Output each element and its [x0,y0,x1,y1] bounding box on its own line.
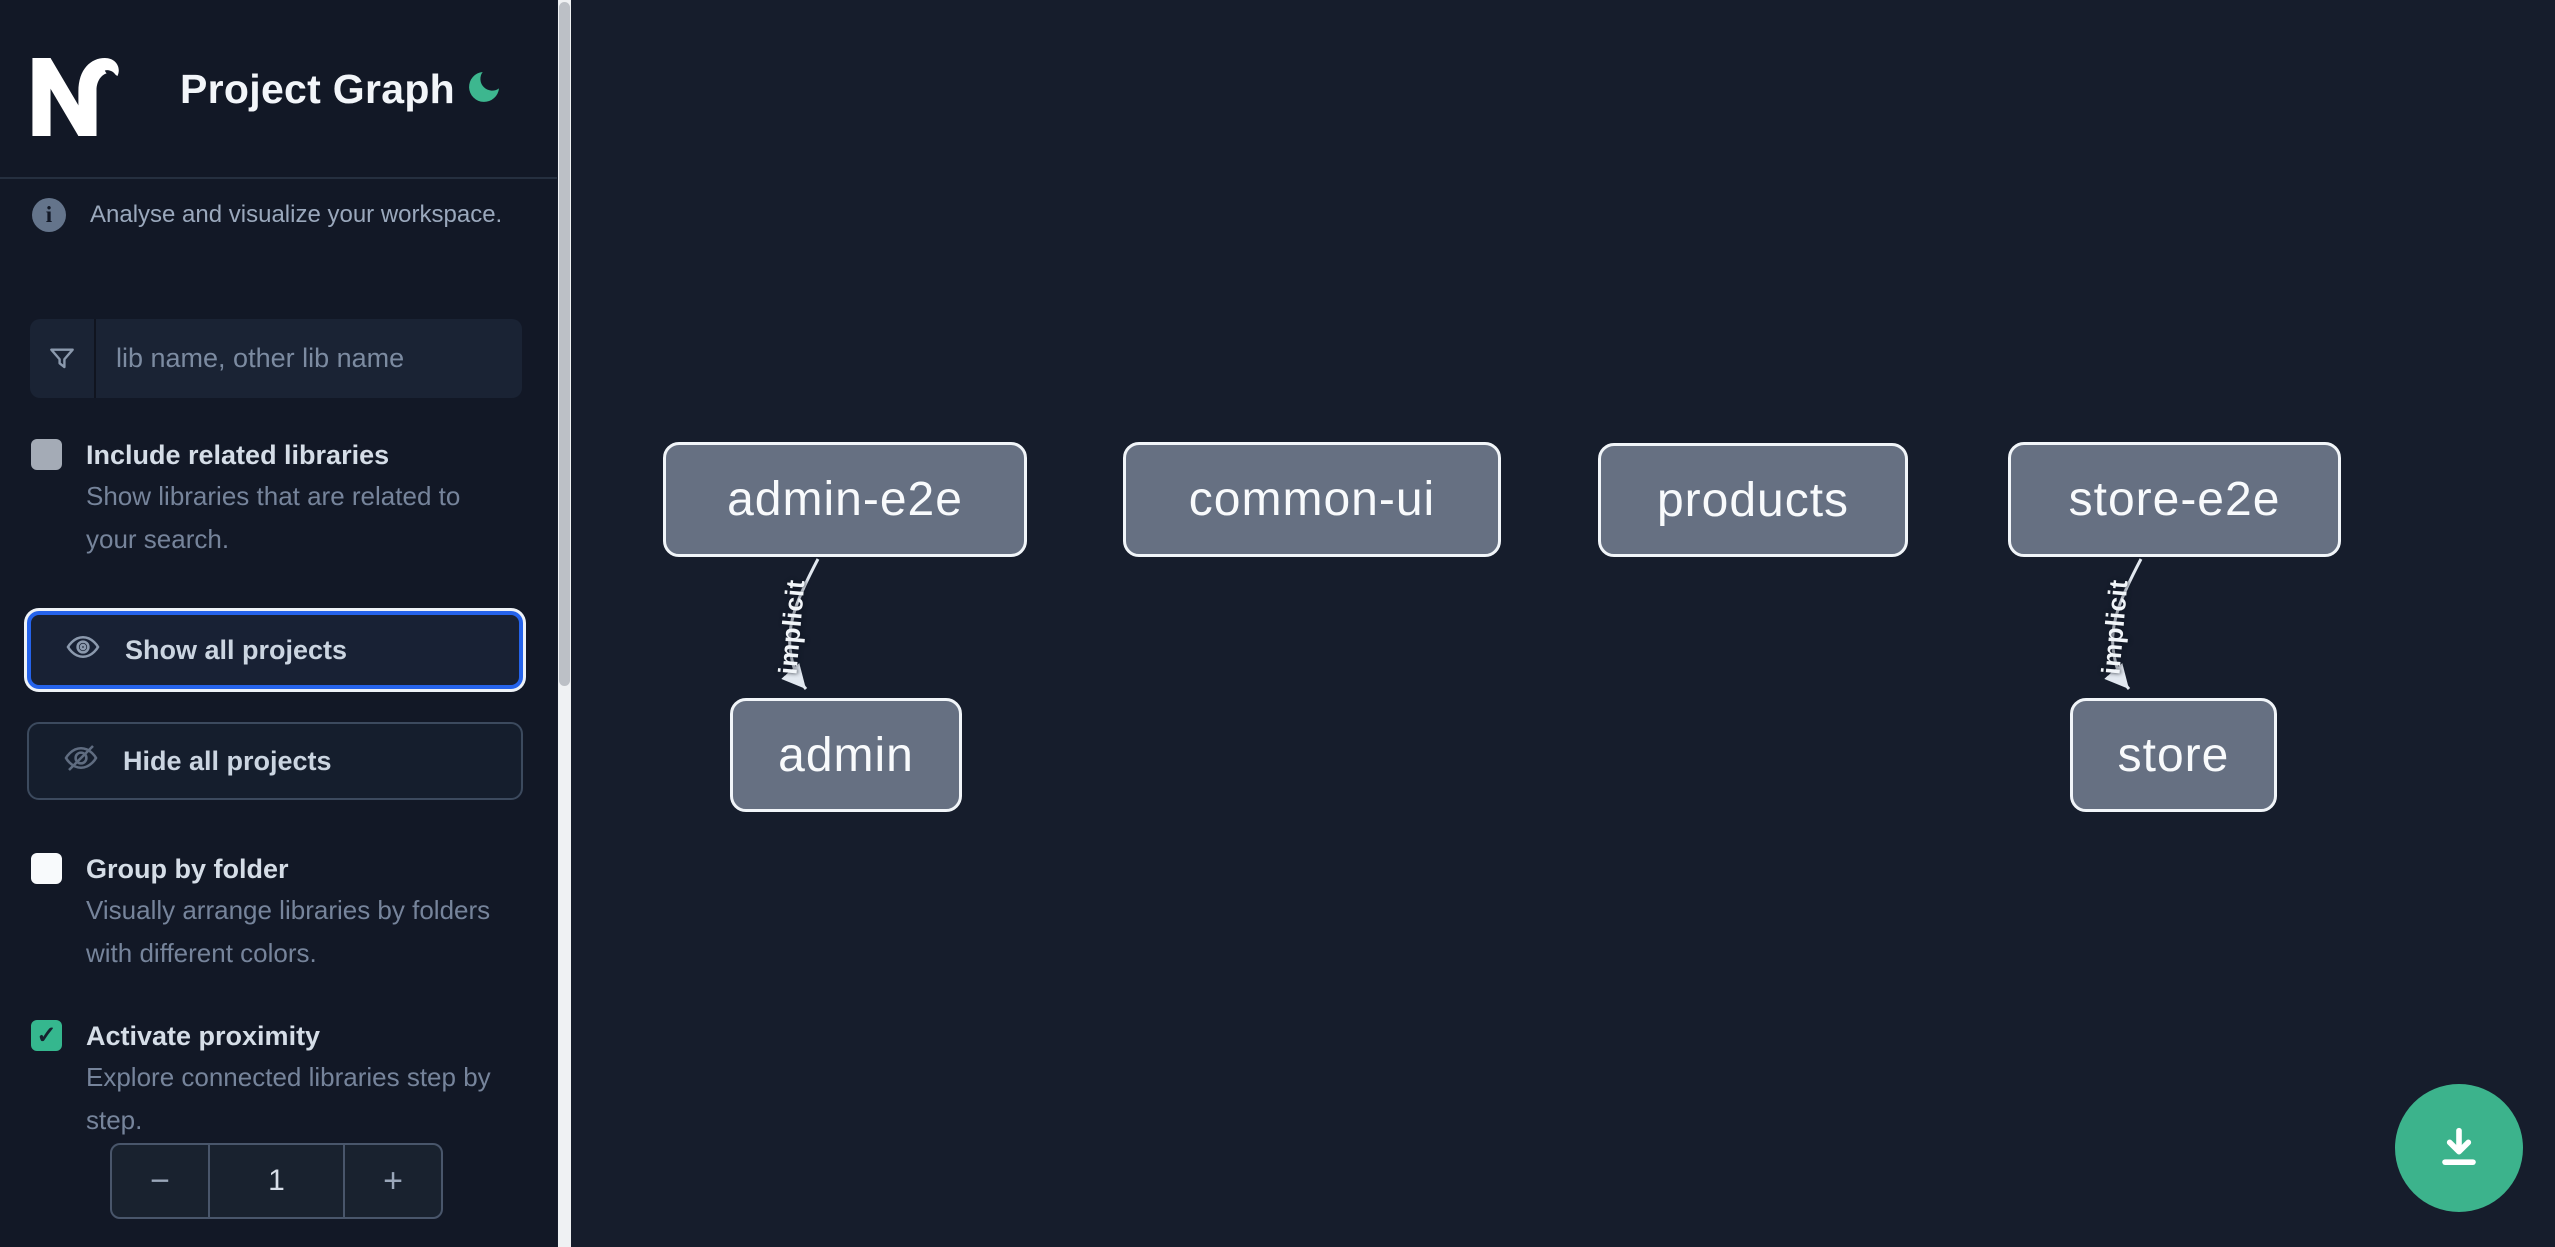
filter-funnel-icon [30,319,96,398]
theme-toggle-button[interactable] [462,66,506,110]
project-node[interactable]: common-ui [1123,442,1501,557]
option-label: Activate proximity [86,1021,321,1051]
page-title: Project Graph [180,66,456,112]
show-all-projects-button[interactable]: Show all projects [27,611,523,689]
nx-logo-icon [28,58,126,141]
option-description: Visually arrange libraries by folders wi… [86,895,491,968]
project-node[interactable]: products [1598,443,1908,557]
sidebar: Project Graph i Analyse and visualize yo… [0,0,557,1247]
option-group-by-folder: Group by folder Visually arrange librari… [31,851,501,975]
option-include-related: Include related libraries Show libraries… [31,437,501,561]
increment-button[interactable]: + [345,1145,441,1217]
proximity-depth-value: 1 [208,1145,345,1217]
project-node[interactable]: store-e2e [2008,442,2341,557]
proximity-depth-stepper: − 1 + [110,1143,443,1219]
hide-all-projects-label: Hide all projects [123,745,332,776]
eye-off-icon [63,740,99,783]
sidebar-scrollbar-thumb[interactable] [559,2,570,686]
download-icon [2431,1119,2487,1178]
sidebar-header: Project Graph [0,0,557,179]
search-input[interactable] [96,319,522,398]
activate-proximity-checkbox[interactable]: ✓ [31,1020,62,1051]
info-icon: i [32,198,66,232]
workspace-info: i Analyse and visualize your workspace. [32,198,532,232]
option-label: Include related libraries [86,440,390,470]
eye-icon [65,629,101,672]
graph-canvas[interactable] [571,0,2555,1247]
option-activate-proximity: ✓ Activate proximity Explore connected l… [31,1018,501,1142]
option-description: Explore connected libraries step by step… [86,1062,491,1135]
project-node[interactable]: admin-e2e [663,442,1027,557]
moon-icon [464,71,504,110]
hide-all-projects-button[interactable]: Hide all projects [27,722,523,800]
option-label: Group by folder [86,854,289,884]
include-related-checkbox[interactable] [31,439,62,470]
group-by-folder-checkbox[interactable] [31,853,62,884]
project-node[interactable]: admin [730,698,962,812]
filter-search-box [30,319,522,398]
check-icon: ✓ [36,1021,57,1049]
project-node[interactable]: store [2070,698,2277,812]
download-graph-button[interactable] [2395,1084,2523,1212]
option-description: Show libraries that are related to your … [86,481,461,554]
tagline-text: Analyse and visualize your workspace. [90,201,503,228]
show-all-projects-label: Show all projects [125,634,348,665]
decrement-button[interactable]: − [112,1145,208,1217]
sidebar-scrollbar[interactable] [558,0,571,1247]
